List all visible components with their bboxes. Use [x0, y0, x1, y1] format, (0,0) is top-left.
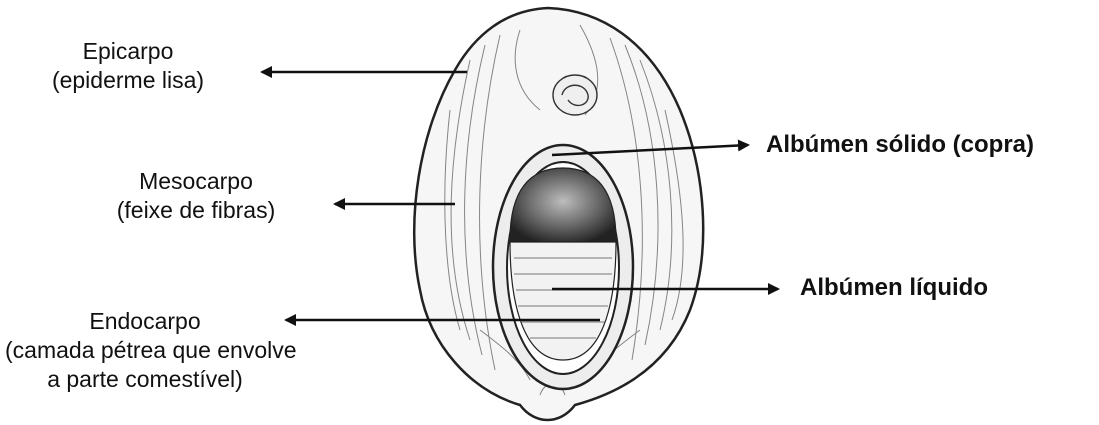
label-endocarpo-title: Endocarpo	[5, 307, 285, 336]
label-epicarpo-desc: (epiderme lisa)	[8, 66, 248, 95]
label-mesocarpo: Mesocarpo (feixe de fibras)	[76, 167, 316, 225]
label-mesocarpo-desc: (feixe de fibras)	[76, 196, 316, 225]
label-epicarpo-title: Epicarpo	[8, 37, 248, 66]
label-albumen-liquido: Albúmen líquido	[800, 273, 988, 302]
label-albumen-solido: Albúmen sólido (copra)	[766, 130, 1034, 159]
label-endocarpo: Endocarpo (camada pétrea que envolve a p…	[5, 307, 285, 394]
label-endocarpo-desc-2: a parte comestível)	[5, 365, 285, 394]
label-mesocarpo-title: Mesocarpo	[76, 167, 316, 196]
stem-knot	[553, 75, 597, 115]
label-endocarpo-desc-1: (camada pétrea que envolve	[5, 336, 285, 365]
label-epicarpo: Epicarpo (epiderme lisa)	[8, 37, 248, 95]
